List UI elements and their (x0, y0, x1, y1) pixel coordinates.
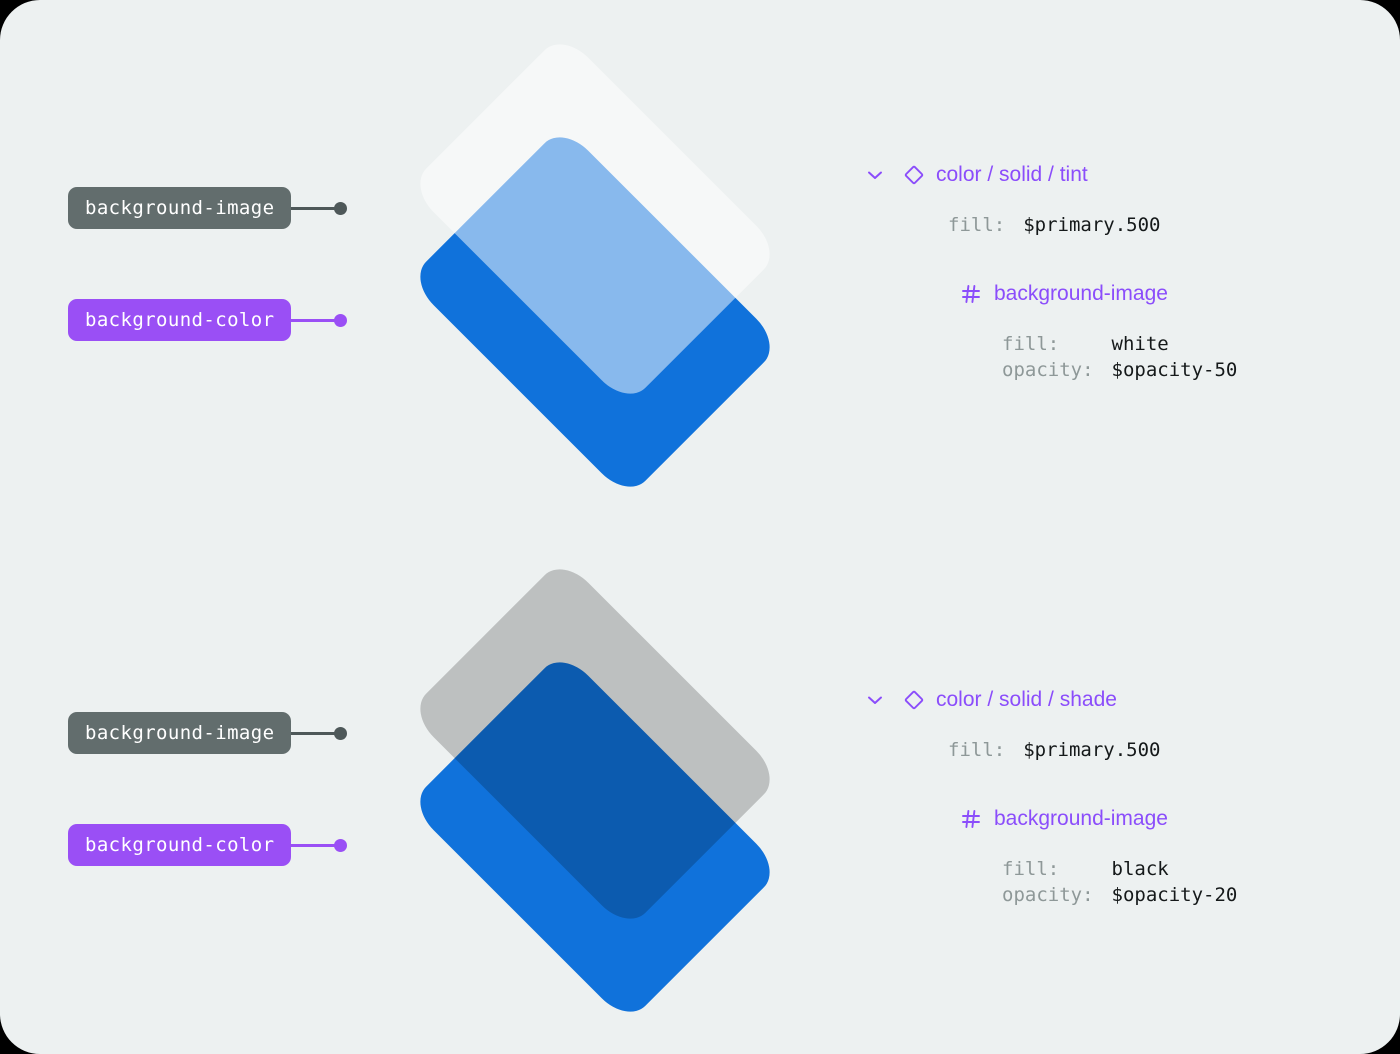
table-row: fill: $primary.500 (948, 737, 1160, 763)
style-properties: fill: white opacity: $opacity-50 (1002, 331, 1358, 383)
node-fill-row: fill: $primary.500 (948, 212, 1358, 238)
fill-key: fill: (948, 739, 1006, 761)
node-name: color / solid / tint (936, 163, 1088, 186)
connector-line (291, 843, 336, 847)
connector-background-image (291, 201, 348, 215)
table-row: fill: white (1002, 331, 1237, 357)
connector-line (291, 731, 336, 735)
node-fill-table: fill: $primary.500 (948, 212, 1160, 238)
fill-value: $primary.500 (1023, 214, 1161, 236)
component-diamond-icon (892, 685, 936, 715)
property-value: black (1111, 858, 1169, 880)
table-row: fill: black (1002, 856, 1237, 882)
connector-dot (334, 201, 348, 215)
label-group-background-color: background-color (68, 299, 348, 341)
hash-icon (954, 279, 988, 309)
style-property-table: fill: white opacity: $opacity-50 (1002, 331, 1237, 383)
property-value: white (1111, 333, 1169, 355)
style-properties: fill: black opacity: $opacity-20 (1002, 856, 1358, 908)
property-value: $opacity-20 (1111, 884, 1238, 906)
annotation-panel-tint: color / solid / tint fill: $primary.500 … (858, 160, 1358, 383)
style-header[interactable]: background-image (954, 804, 1358, 834)
pill-background-image[interactable]: background-image (68, 712, 292, 754)
fill-value: $primary.500 (1023, 739, 1161, 761)
property-key: opacity: (1002, 884, 1094, 906)
section-tint: background-image background-color (0, 32, 1400, 502)
chevron-down-icon[interactable] (858, 160, 892, 190)
connector-dot (334, 313, 348, 327)
label-group-background-color: background-color (68, 824, 348, 866)
property-key: opacity: (1002, 359, 1094, 381)
table-row: fill: $primary.500 (948, 212, 1160, 238)
diamond-stack-tint (375, 32, 815, 499)
table-row: opacity: $opacity-20 (1002, 882, 1237, 908)
table-row: opacity: $opacity-50 (1002, 357, 1237, 383)
connector-line (291, 318, 336, 322)
connector-background-color (291, 313, 348, 327)
connector-line (291, 206, 336, 210)
style-property-table: fill: black opacity: $opacity-20 (1002, 856, 1237, 908)
diamond-stack-shade (375, 557, 815, 1024)
style-name: background-image (994, 807, 1168, 830)
chevron-down-icon[interactable] (858, 685, 892, 715)
property-value: $opacity-50 (1111, 359, 1238, 381)
style-name: background-image (994, 282, 1168, 305)
node-header[interactable]: color / solid / tint (858, 160, 1358, 190)
connector-background-image (291, 726, 348, 740)
pill-background-color[interactable]: background-color (68, 824, 292, 866)
label-group-background-image: background-image (68, 712, 348, 754)
property-key: fill: (1002, 858, 1060, 880)
node-name: color / solid / shade (936, 688, 1117, 711)
fill-key: fill: (948, 214, 1006, 236)
component-diamond-icon (892, 160, 936, 190)
node-fill-table: fill: $primary.500 (948, 737, 1160, 763)
pill-background-image[interactable]: background-image (68, 187, 292, 229)
node-header[interactable]: color / solid / shade (858, 685, 1358, 715)
annotation-panel-shade: color / solid / shade fill: $primary.500… (858, 685, 1358, 908)
label-group-background-image: background-image (68, 187, 348, 229)
connector-background-color (291, 838, 348, 852)
section-shade: background-image background-color (0, 557, 1400, 1027)
node-fill-row: fill: $primary.500 (948, 737, 1358, 763)
pill-background-color[interactable]: background-color (68, 299, 292, 341)
property-key: fill: (1002, 333, 1060, 355)
connector-dot (334, 726, 348, 740)
style-header[interactable]: background-image (954, 279, 1358, 309)
connector-dot (334, 838, 348, 852)
hash-icon (954, 804, 988, 834)
